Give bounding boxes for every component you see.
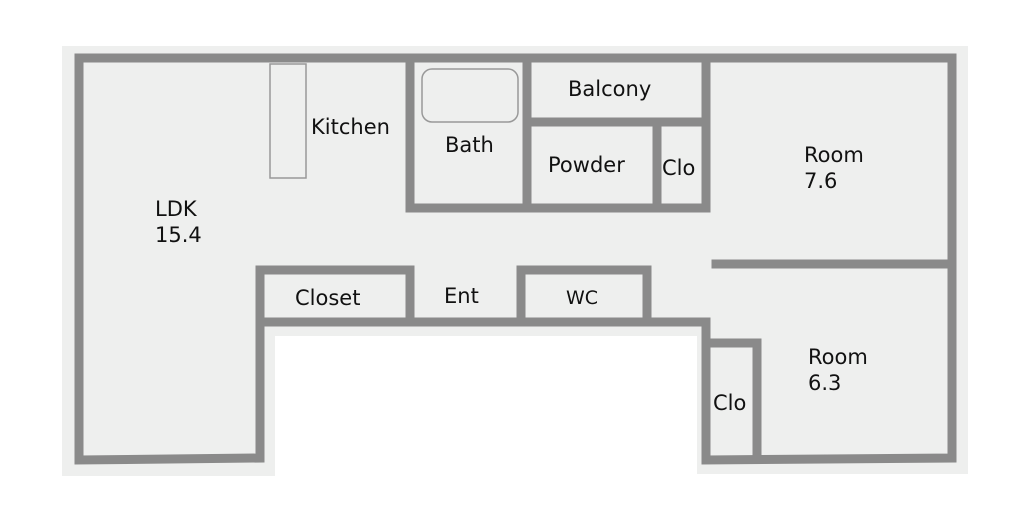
kitchen-counter: [269, 63, 307, 179]
room-name: Room: [808, 345, 868, 369]
room-label-balcony: Balcony: [568, 77, 652, 101]
room-size: 6.3: [808, 371, 842, 395]
clo-wall: [701, 338, 762, 463]
walls: [74, 53, 957, 465]
bathtub: [421, 68, 519, 123]
bath-block-wall: [405, 53, 711, 213]
room-label-ent: Ent: [444, 284, 479, 308]
outer-wall: [74, 53, 957, 465]
room-label-clo-lower: Clo: [713, 391, 747, 415]
room-label-powder: Powder: [548, 153, 625, 177]
room-label-closet: Closet: [295, 286, 361, 310]
wc-wall: [516, 265, 652, 327]
room-label-wc: WC: [566, 287, 599, 309]
room-name: LDK: [155, 197, 197, 221]
floor-area: [62, 46, 968, 476]
room-name: Room: [804, 143, 864, 167]
room-label-bath: Bath: [445, 133, 494, 157]
closet-wall: [255, 265, 415, 327]
room-label-kitchen: Kitchen: [311, 115, 390, 139]
room-size: 15.4: [155, 223, 202, 247]
room-label-clo-upper: Clo: [662, 156, 696, 180]
room-size: 7.6: [804, 169, 838, 193]
